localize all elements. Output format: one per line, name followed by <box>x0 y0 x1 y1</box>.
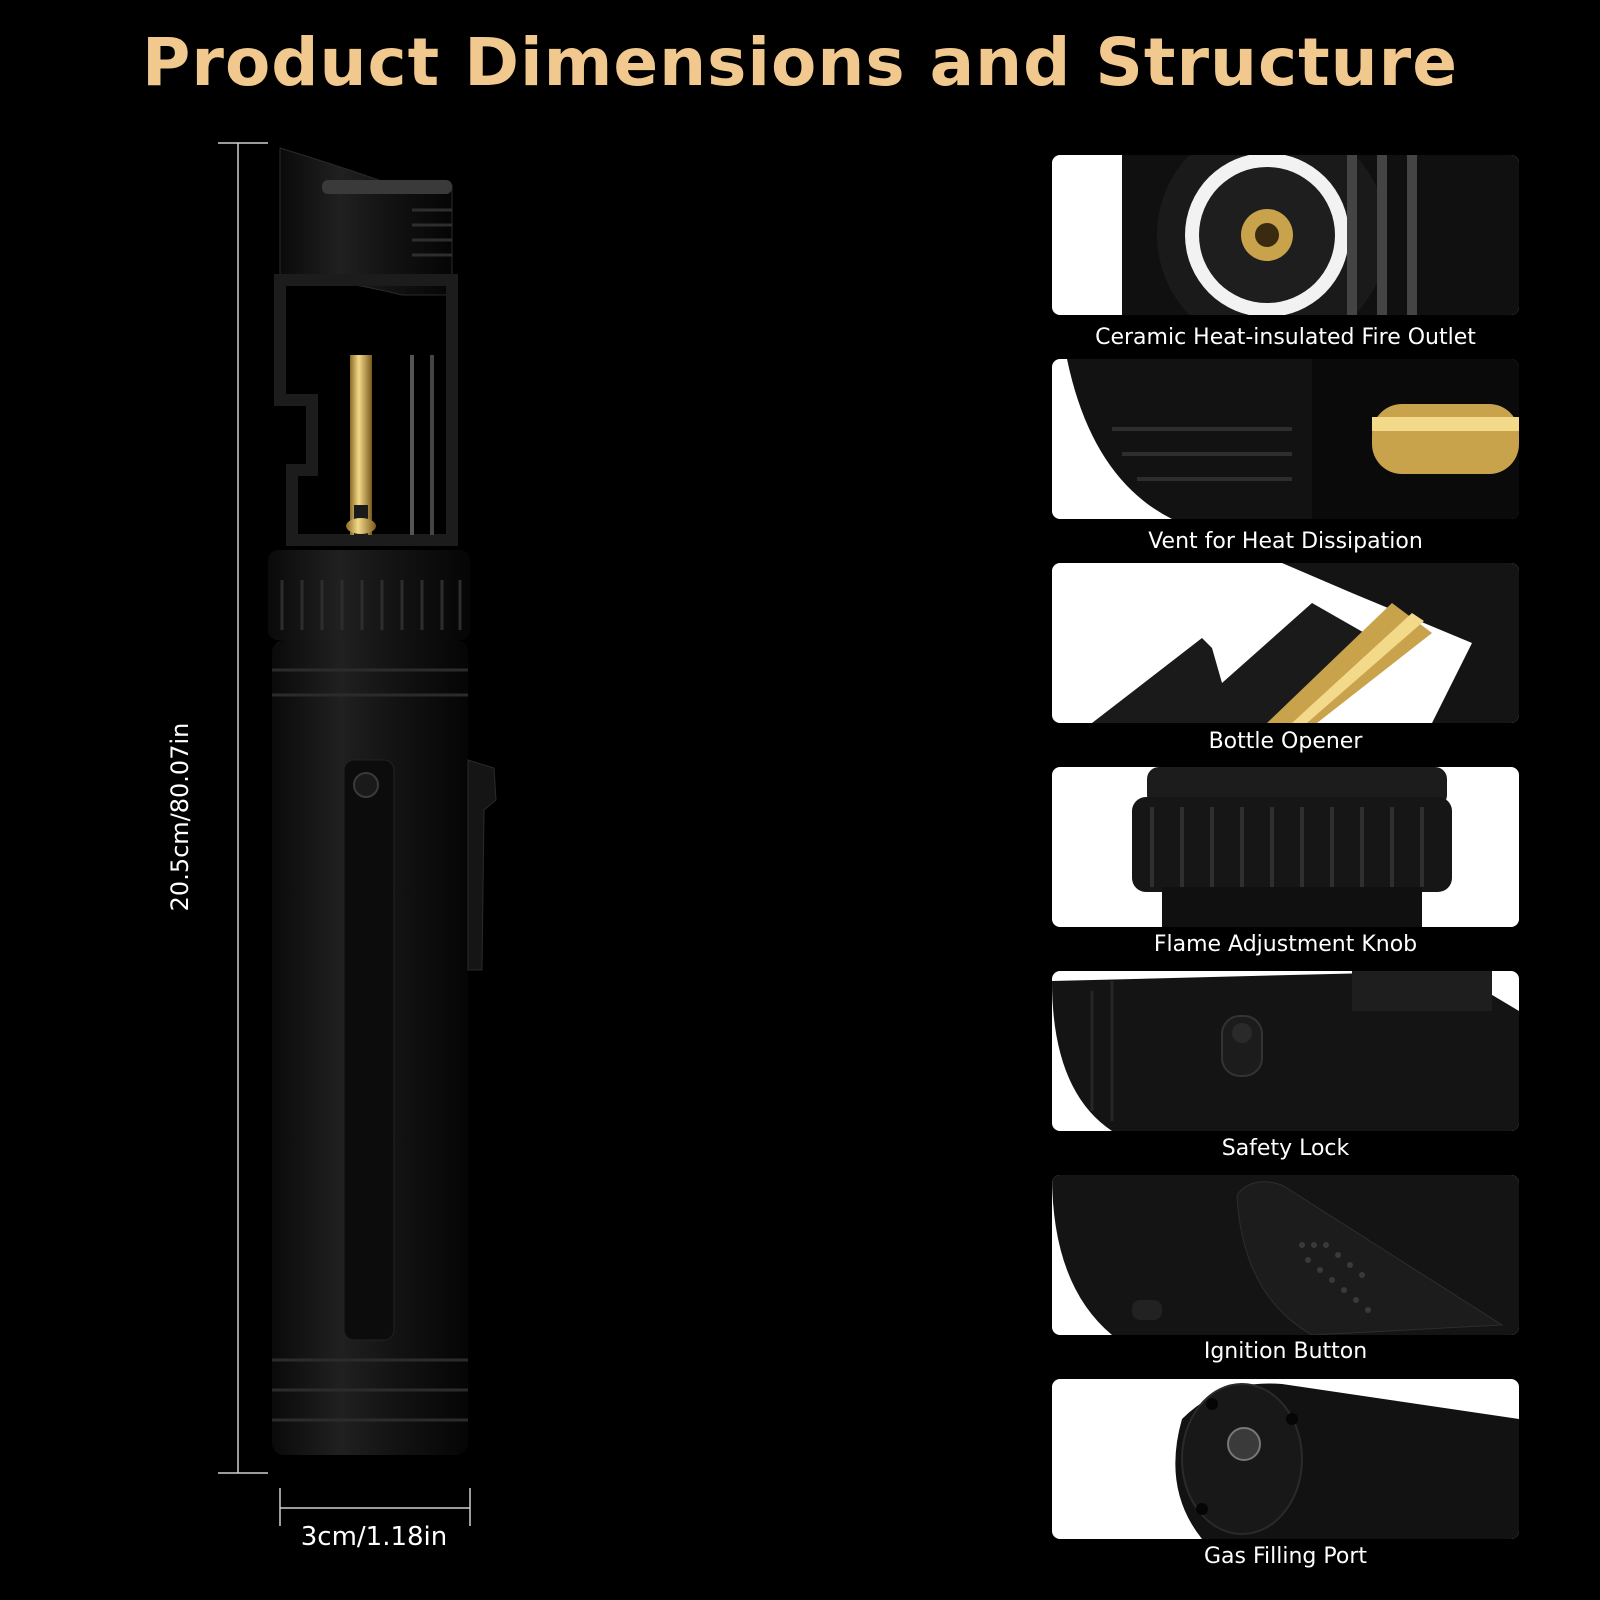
safety-lock-icon <box>1052 971 1519 1131</box>
filling-port-icon <box>1175 1383 1519 1539</box>
lighter-illustration <box>268 147 497 1455</box>
panel-fire-outlet <box>1052 155 1519 315</box>
caption-bottle-opener: Bottle Opener <box>1208 729 1363 754</box>
caption-ignition: Ignition Button <box>1203 1339 1368 1364</box>
height-dimension-label: 20.5cm/80.07in <box>166 722 194 912</box>
panel-filling-port <box>1052 1379 1519 1539</box>
caption-filling-port: Gas Filling Port <box>1203 1544 1367 1569</box>
caption-vent: Vent for Heat Dissipation <box>1148 529 1423 554</box>
panel-ignition <box>1052 1175 1519 1335</box>
page-title: Product Dimensions and Structure <box>142 24 1458 101</box>
fire-outlet-icon <box>1122 155 1519 315</box>
bottle-opener-icon <box>1092 563 1519 723</box>
ignition-icon <box>1052 1175 1519 1335</box>
vent-icon <box>1067 359 1519 519</box>
width-dimension-label: 3cm/1.18in <box>300 1522 448 1552</box>
caption-knob: Flame Adjustment Knob <box>1153 932 1418 957</box>
panel-safety-lock <box>1052 971 1519 1131</box>
panel-bottle-opener <box>1052 563 1519 723</box>
caption-safety-lock: Safety Lock <box>1221 1136 1350 1161</box>
panel-vent <box>1052 359 1519 519</box>
knob-icon <box>1132 767 1452 927</box>
caption-fire-outlet: Ceramic Heat-insulated Fire Outlet <box>1095 325 1476 350</box>
panel-knob <box>1052 767 1519 927</box>
